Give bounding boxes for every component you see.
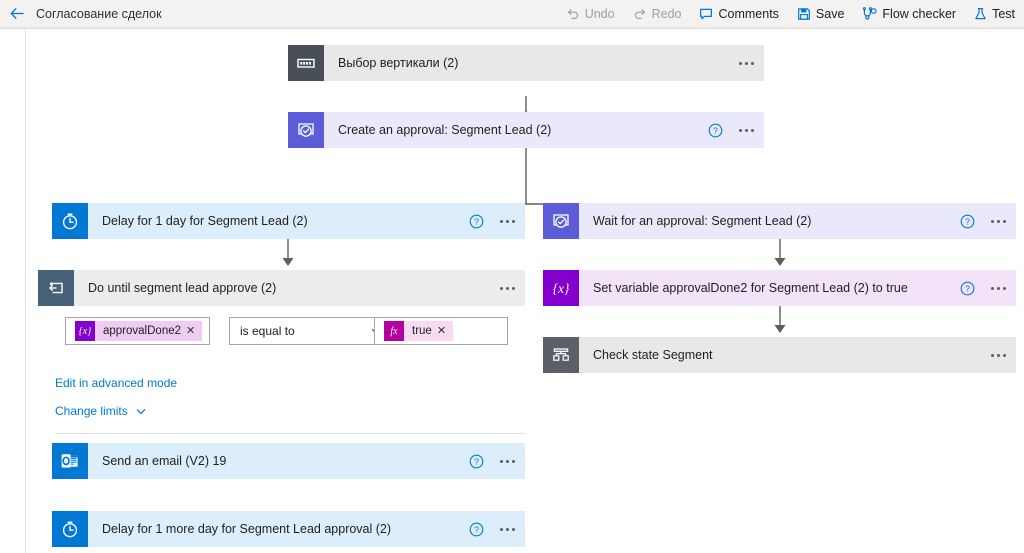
node-more-options-button[interactable]: [980, 270, 1016, 306]
header-toolbar: Undo Redo Comments: [557, 0, 1024, 28]
token-remove-icon[interactable]: ✕: [186, 324, 196, 337]
undo-label: Undo: [584, 6, 615, 21]
node-title: Send an email (V2) 19: [102, 454, 227, 468]
flow-designer-canvas[interactable]: Выбор вертикали (2) Create an approval: …: [0, 28, 1024, 553]
test-label: Test: [992, 6, 1015, 21]
token-label: approvalDone2: [103, 325, 182, 337]
node-more-options-button[interactable]: [489, 203, 525, 239]
chevron-down-icon[interactable]: [135, 405, 147, 417]
node-title: Set variable approvalDone2 for Segment L…: [593, 281, 908, 295]
redo-button[interactable]: Redo: [624, 0, 691, 28]
help-icon[interactable]: ?: [702, 112, 728, 148]
svg-text:?: ?: [713, 125, 718, 135]
link-label: Change limits: [55, 404, 128, 418]
svg-text:{x}: {x}: [553, 281, 570, 296]
svg-text:?: ?: [474, 216, 479, 226]
flow-checker-icon: [862, 6, 878, 21]
node-check-state-segment[interactable]: Check state Segment: [543, 337, 1016, 373]
app-header: Согласование сделок Undo Redo: [0, 0, 1024, 28]
set-variable-icon: {x}: [543, 270, 579, 306]
help-icon[interactable]: ?: [463, 443, 489, 479]
node-title: Delay for 1 more day for Segment Lead ap…: [102, 522, 392, 536]
comments-button[interactable]: Comments: [690, 0, 787, 28]
token-variable-approvaldone2[interactable]: {x} approvalDone2 ✕: [75, 321, 203, 341]
approval-icon: [288, 112, 324, 148]
condition-left-operand-field[interactable]: {x} approvalDone2 ✕: [65, 317, 210, 345]
svg-text:?: ?: [965, 283, 970, 293]
node-more-options-button[interactable]: [728, 112, 764, 148]
node-send-email[interactable]: Send an email (V2) 19 ?: [52, 443, 525, 479]
flow-checker-label: Flow checker: [882, 6, 957, 21]
node-more-options-button[interactable]: [489, 270, 525, 306]
comments-label: Comments: [718, 6, 779, 21]
undo-icon: [566, 7, 580, 21]
node-more-options-button[interactable]: [980, 337, 1016, 373]
canvas-top-divider: [0, 28, 1024, 29]
node-create-approval[interactable]: Create an approval: Segment Lead (2) ?: [288, 112, 764, 148]
canvas-left-rail-divider: [25, 28, 26, 553]
node-title: Выбор вертикали (2): [338, 56, 459, 70]
change-limits-link[interactable]: Change limits: [55, 404, 147, 418]
node-delay-1-day[interactable]: Delay for 1 day for Segment Lead (2) ?: [52, 203, 525, 239]
help-icon[interactable]: ?: [463, 203, 489, 239]
node-more-options-button[interactable]: [980, 203, 1016, 239]
node-more-options-button[interactable]: [728, 45, 764, 81]
do-until-loop-icon: [38, 270, 74, 306]
condition-operator-select[interactable]: is equal to: [229, 317, 392, 345]
token-expression-true[interactable]: fx true ✕: [384, 321, 454, 341]
node-more-options-button[interactable]: [489, 443, 525, 479]
outlook-icon: [52, 443, 88, 479]
scope-divider: [55, 433, 525, 434]
save-label: Save: [815, 6, 845, 21]
clock-delay-icon: [52, 511, 88, 547]
node-delay-1-more-day[interactable]: Delay for 1 more day for Segment Lead ap…: [52, 511, 525, 547]
page-title: Согласование сделок: [36, 6, 162, 21]
flow-checker-button[interactable]: Flow checker: [853, 0, 965, 28]
save-button[interactable]: Save: [788, 0, 854, 28]
redo-icon: [633, 7, 647, 21]
form-input-icon: [288, 45, 324, 81]
node-trigger[interactable]: Выбор вертикали (2): [288, 45, 764, 81]
node-title: Delay for 1 day for Segment Lead (2): [102, 214, 308, 228]
node-set-variable[interactable]: {x} Set variable approvalDone2 for Segme…: [543, 270, 1016, 306]
svg-text:?: ?: [474, 456, 479, 466]
save-icon: [797, 7, 811, 21]
redo-label: Redo: [651, 6, 682, 21]
condition-operator-value: is equal to: [240, 324, 295, 338]
node-title: Wait for an approval: Segment Lead (2): [593, 214, 812, 228]
token-remove-icon[interactable]: ✕: [436, 324, 447, 337]
token-label: true: [412, 325, 432, 337]
scope-control-icon: [543, 337, 579, 373]
node-title: Do until segment lead approve (2): [88, 281, 277, 295]
link-label: Edit in advanced mode: [55, 376, 178, 390]
node-wait-for-approval[interactable]: Wait for an approval: Segment Lead (2) ?: [543, 203, 1016, 239]
edit-in-advanced-mode-link[interactable]: Edit in advanced mode: [55, 376, 177, 390]
svg-text:?: ?: [474, 524, 479, 534]
comment-icon: [699, 7, 713, 21]
help-icon[interactable]: ?: [463, 511, 489, 547]
undo-button[interactable]: Undo: [557, 0, 624, 28]
scope-do-until[interactable]: Do until segment lead approve (2) {x} ap…: [38, 270, 525, 553]
help-icon[interactable]: ?: [954, 270, 980, 306]
node-title: Check state Segment: [593, 348, 713, 362]
back-arrow-icon[interactable]: [0, 0, 34, 28]
svg-text:?: ?: [965, 216, 970, 226]
approval-icon: [543, 203, 579, 239]
clock-delay-icon: [52, 203, 88, 239]
node-title: Create an approval: Segment Lead (2): [338, 123, 552, 137]
help-icon[interactable]: ?: [954, 203, 980, 239]
expression-token-icon: fx: [384, 321, 404, 341]
test-button[interactable]: Test: [965, 0, 1024, 28]
variable-token-icon: {x}: [75, 321, 95, 341]
test-flask-icon: [974, 7, 987, 21]
node-do-until-header[interactable]: Do until segment lead approve (2): [38, 270, 525, 306]
node-more-options-button[interactable]: [489, 511, 525, 547]
condition-right-operand-field[interactable]: fx true ✕: [374, 317, 508, 345]
